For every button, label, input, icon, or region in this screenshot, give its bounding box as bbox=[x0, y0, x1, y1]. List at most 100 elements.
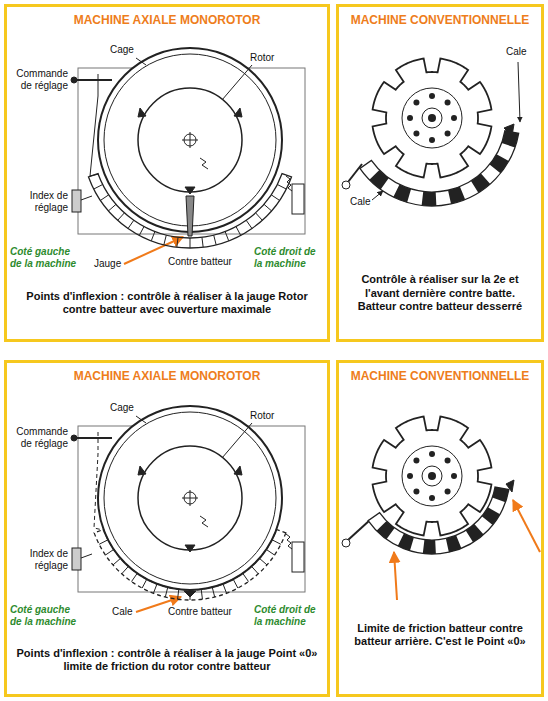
concave-band bbox=[360, 131, 519, 206]
axial-machine-closed bbox=[72, 437, 112, 439]
panel-title: MACHINE AXIALE MONOROTOR bbox=[74, 13, 261, 27]
concave-bar bbox=[165, 587, 167, 597]
drum-hole bbox=[451, 473, 457, 479]
concave-band bbox=[368, 487, 509, 554]
concave-bar bbox=[393, 184, 411, 202]
concave-bar bbox=[259, 558, 267, 565]
concave-bar bbox=[214, 235, 216, 245]
concave-bar bbox=[118, 213, 125, 220]
concave-bar bbox=[94, 184, 103, 189]
drum-hub bbox=[422, 466, 442, 486]
panel-title: MACHINE AXIALE MONOROTOR bbox=[74, 369, 261, 383]
concave-bar bbox=[122, 566, 129, 573]
axial-machine-closed bbox=[98, 406, 282, 590]
conventional-machine-tight bbox=[342, 539, 350, 547]
axial-machine-closed bbox=[234, 466, 242, 475]
axial-machine-open bbox=[292, 184, 304, 214]
axial-machine-closed bbox=[72, 548, 81, 570]
drum-hole bbox=[451, 115, 457, 121]
concave-bar bbox=[369, 170, 388, 189]
axial-machine-open bbox=[200, 158, 208, 169]
concave-bar bbox=[264, 204, 272, 211]
drum-hole bbox=[429, 451, 435, 457]
axial-machine-open bbox=[72, 79, 112, 81]
drum-hole bbox=[407, 473, 413, 479]
axial-machine-open bbox=[234, 108, 242, 117]
axial-machine-closed bbox=[136, 416, 146, 423]
panel-caption: Points d'inflexion : contrôle à réaliser… bbox=[7, 647, 327, 675]
generated-parts bbox=[89, 59, 519, 600]
axial-machine-open bbox=[190, 132, 191, 148]
side-label: Coté gauche de la machine bbox=[10, 604, 80, 628]
concave-bar bbox=[190, 238, 191, 248]
concave-bar bbox=[190, 590, 191, 600]
concave-bar bbox=[153, 584, 157, 593]
drum-hole bbox=[445, 131, 451, 137]
conventional-machine-loose bbox=[342, 181, 350, 189]
panel-title: MACHINE CONVENTIONNELLE bbox=[351, 369, 530, 383]
axial-machine-closed bbox=[292, 542, 304, 572]
concave-bar bbox=[131, 573, 137, 581]
drum-hole bbox=[429, 93, 435, 99]
concave-bar bbox=[471, 173, 490, 192]
concave-grate bbox=[89, 174, 292, 248]
conventional-machine-loose bbox=[348, 164, 362, 182]
concave-bar bbox=[243, 573, 249, 581]
part-label: Jauge bbox=[94, 258, 121, 270]
axial-machine-closed bbox=[104, 412, 276, 584]
part-label: Cale bbox=[350, 196, 371, 208]
drum-hole bbox=[413, 489, 419, 495]
friction-pointer bbox=[394, 552, 397, 600]
concave-bar bbox=[492, 487, 509, 502]
concave-bar bbox=[105, 549, 113, 555]
axial-machine-closed bbox=[138, 466, 146, 475]
drum-disc bbox=[402, 446, 462, 506]
drum-hole bbox=[413, 131, 419, 137]
concave-outline bbox=[360, 131, 519, 206]
concave-bar bbox=[164, 235, 166, 245]
conventional-machine-loose bbox=[518, 62, 520, 122]
concave-bar bbox=[223, 584, 227, 593]
panel-caption: Points d'inflexion : contrôle à réaliser… bbox=[7, 290, 327, 318]
concave-bar bbox=[225, 231, 229, 240]
part-label: Rotor bbox=[250, 410, 274, 422]
drum-axle bbox=[428, 472, 436, 480]
concave-bar bbox=[482, 507, 500, 525]
side-label: Coté droit de la machine bbox=[254, 604, 324, 628]
concave-bar bbox=[502, 131, 519, 148]
concave-bar bbox=[233, 579, 238, 588]
drum-axle bbox=[428, 114, 436, 122]
axial-machine-open bbox=[138, 108, 146, 117]
axial-machine-closed bbox=[190, 490, 191, 506]
concave-bar bbox=[100, 195, 108, 201]
concave-bar bbox=[177, 237, 178, 247]
concave-bar bbox=[490, 154, 509, 173]
drum-hole bbox=[445, 99, 451, 105]
concave-bar bbox=[446, 535, 462, 552]
threshing-drum bbox=[373, 417, 492, 536]
concave-bar bbox=[113, 558, 121, 565]
concave-bar bbox=[99, 540, 108, 545]
drum-outline bbox=[373, 59, 492, 178]
concave-outline bbox=[368, 487, 509, 554]
panel: MACHINE CONVENTIONNELLELimite de frictio… bbox=[336, 360, 544, 697]
conventional-machine-loose bbox=[372, 191, 383, 200]
concave-bar bbox=[202, 237, 203, 247]
concave-bar bbox=[236, 227, 241, 236]
panel-caption: Contrôle à réaliser sur la 2e et l'avant… bbox=[339, 273, 541, 314]
concave-bar bbox=[108, 204, 116, 211]
concave-bar bbox=[398, 533, 414, 550]
axial-machine-closed bbox=[138, 446, 242, 550]
drum-hole bbox=[413, 457, 419, 463]
part-label: Cage bbox=[110, 44, 134, 56]
concave-bar bbox=[139, 227, 144, 236]
concave-outline bbox=[89, 174, 292, 248]
part-label: Commande de réglage bbox=[10, 426, 68, 450]
axial-machine-closed bbox=[200, 516, 208, 527]
concave-bar bbox=[423, 540, 436, 554]
friction-pointer bbox=[513, 500, 540, 552]
part-label: Rotor bbox=[250, 52, 274, 64]
axial-machine-open bbox=[186, 196, 194, 236]
